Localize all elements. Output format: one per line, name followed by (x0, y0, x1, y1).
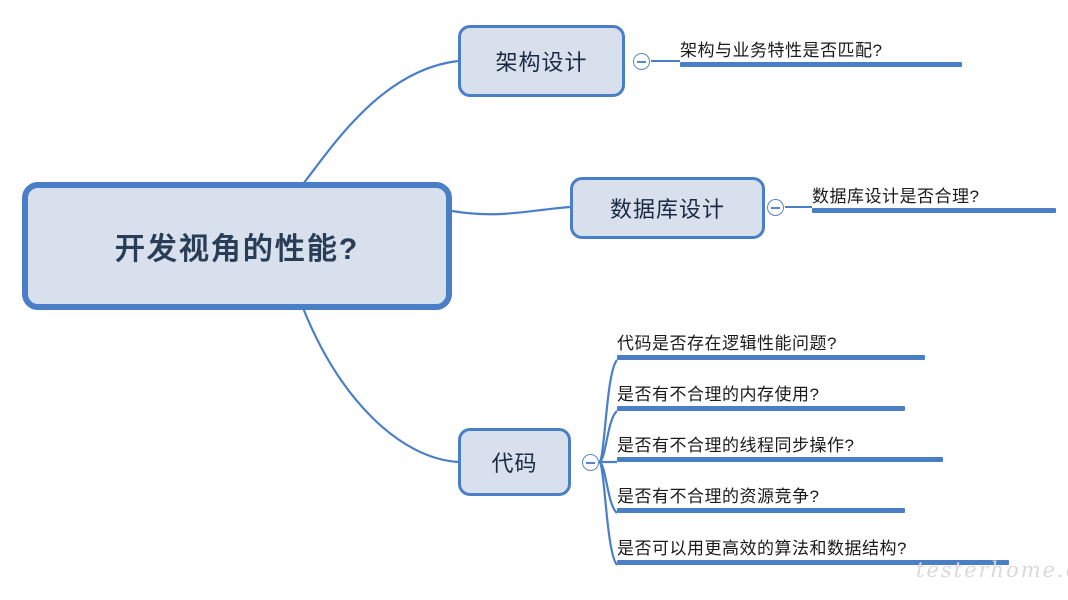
leaf-database-1-label: 数据库设计是否合理? (812, 187, 980, 206)
leaf-code-5[interactable]: 是否可以用更高效的算法和数据结构? (617, 523, 1009, 565)
leaf-architecture-1-label: 架构与业务特性是否匹配? (680, 41, 883, 60)
minus-collapse-icon-architecture[interactable] (633, 53, 650, 70)
leaf-code-1-bar (617, 355, 925, 360)
root-node[interactable]: 开发视角的性能? (22, 182, 452, 310)
branch-node-architecture-label: 架构设计 (495, 50, 588, 75)
branch-node-database[interactable]: 数据库设计 (570, 177, 765, 239)
minus-collapse-icon-code[interactable] (582, 454, 599, 471)
branch-node-code[interactable]: 代码 (458, 428, 571, 496)
leaf-code-3-label: 是否有不合理的线程同步操作? (617, 436, 855, 455)
leaf-code-3[interactable]: 是否有不合理的线程同步操作? (617, 420, 943, 462)
leaf-code-3-bar (617, 457, 943, 462)
leaf-architecture-1[interactable]: 架构与业务特性是否匹配? (680, 25, 962, 67)
leaf-architecture-1-bar (680, 62, 962, 67)
root-node-label: 开发视角的性能? (114, 233, 360, 266)
edge-code-to-leaf-1 (597, 359, 618, 464)
edge-root-to-database (451, 205, 571, 216)
leaf-code-4[interactable]: 是否有不合理的资源竞争? (617, 471, 905, 513)
edge-root-to-code (301, 307, 459, 464)
leaf-code-2-label: 是否有不合理的内存使用? (617, 385, 820, 404)
edge-code-to-leaf-5 (597, 460, 618, 566)
leaf-database-1-bar (812, 208, 1056, 213)
edge-code-to-leaf-2 (597, 410, 618, 464)
leaf-code-1-label: 代码是否存在逻辑性能问题? (617, 334, 837, 353)
branch-node-database-label: 数据库设计 (609, 197, 725, 222)
leaf-code-1[interactable]: 代码是否存在逻辑性能问题? (617, 318, 925, 360)
branch-node-architecture[interactable]: 架构设计 (458, 25, 625, 97)
edge-root-to-architecture (299, 59, 459, 189)
branch-node-code-label: 代码 (491, 451, 538, 476)
leaf-code-5-bar (617, 560, 1009, 565)
edge-code-to-leaf-4 (597, 460, 618, 514)
watermark: testerhome.com (916, 558, 1068, 582)
leaf-code-4-label: 是否有不合理的资源竞争? (617, 487, 820, 506)
leaf-code-2[interactable]: 是否有不合理的内存使用? (617, 369, 905, 411)
leaf-code-4-bar (617, 508, 905, 513)
minus-collapse-icon-database[interactable] (767, 199, 784, 216)
leaf-code-2-bar (617, 406, 905, 411)
leaf-database-1[interactable]: 数据库设计是否合理? (812, 171, 1056, 213)
leaf-code-5-label: 是否可以用更高效的算法和数据结构? (617, 539, 907, 558)
